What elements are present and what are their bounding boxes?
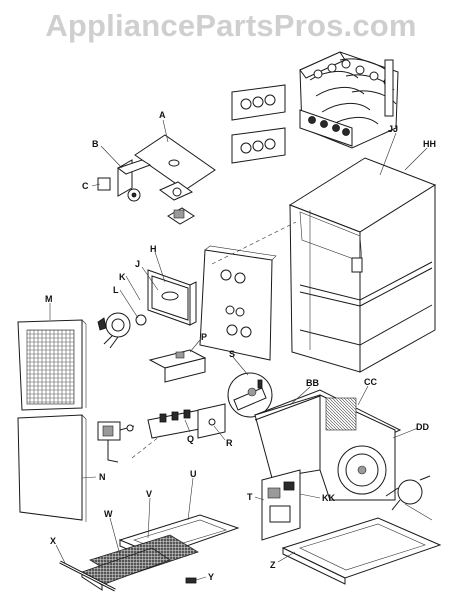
label-n: N — [99, 472, 106, 482]
bottom-pan — [281, 517, 442, 585]
watermark: AppliancePartsPros.com — [45, 8, 417, 43]
label-h: H — [150, 244, 157, 254]
label-c: C — [82, 181, 89, 191]
leader-lines — [49, 119, 428, 581]
bracket-p — [148, 349, 207, 383]
label-y: Y — [208, 572, 214, 582]
bracket-r — [197, 403, 226, 439]
label-a: A — [159, 110, 166, 120]
heat-exchanger — [299, 51, 399, 149]
label-s: S — [229, 349, 235, 359]
label-u: U — [190, 469, 197, 479]
label-dd: DD — [416, 422, 429, 432]
gas-valve — [97, 421, 135, 463]
label-w: W — [104, 509, 113, 519]
inner-front-panel — [199, 245, 277, 361]
label-jj: JJ — [388, 124, 398, 134]
top-cover-plate — [134, 134, 216, 191]
burner-manifold — [147, 409, 206, 439]
label-p: P — [201, 332, 207, 342]
label-k: K — [119, 272, 126, 282]
part-labels: A B C H J K L M N P Q R S T U V W X Y Z … — [45, 110, 436, 582]
label-kk: KK — [322, 493, 335, 503]
label-hh: HH — [423, 139, 436, 149]
gasket-plate-lower — [231, 127, 286, 164]
label-m: M — [45, 294, 53, 304]
label-v: V — [146, 489, 152, 499]
label-j: J — [135, 259, 140, 269]
blower-assembly — [253, 389, 402, 501]
label-t: T — [247, 492, 253, 502]
label-z: Z — [270, 560, 276, 570]
label-bb: BB — [306, 378, 319, 388]
lower-access-door — [17, 414, 87, 522]
label-b: B — [92, 139, 99, 149]
control-board — [261, 469, 301, 541]
detail-inset-s — [227, 372, 273, 418]
part-c — [97, 177, 141, 202]
part-y — [185, 577, 197, 584]
burner-assembly — [147, 269, 197, 326]
furnace-cabinet — [288, 157, 437, 373]
gasket-plate-upper — [231, 84, 286, 121]
blower-motor — [385, 475, 433, 521]
label-q: Q — [187, 434, 194, 444]
bracket-b — [116, 159, 152, 197]
filter-rail — [59, 560, 116, 592]
label-x: X — [50, 536, 56, 546]
limit-switch-parts — [158, 181, 195, 225]
upper-access-door — [17, 319, 87, 411]
inducer-motor — [97, 312, 147, 349]
label-cc: CC — [364, 377, 377, 387]
label-l: L — [113, 285, 119, 295]
label-r: R — [226, 438, 233, 448]
